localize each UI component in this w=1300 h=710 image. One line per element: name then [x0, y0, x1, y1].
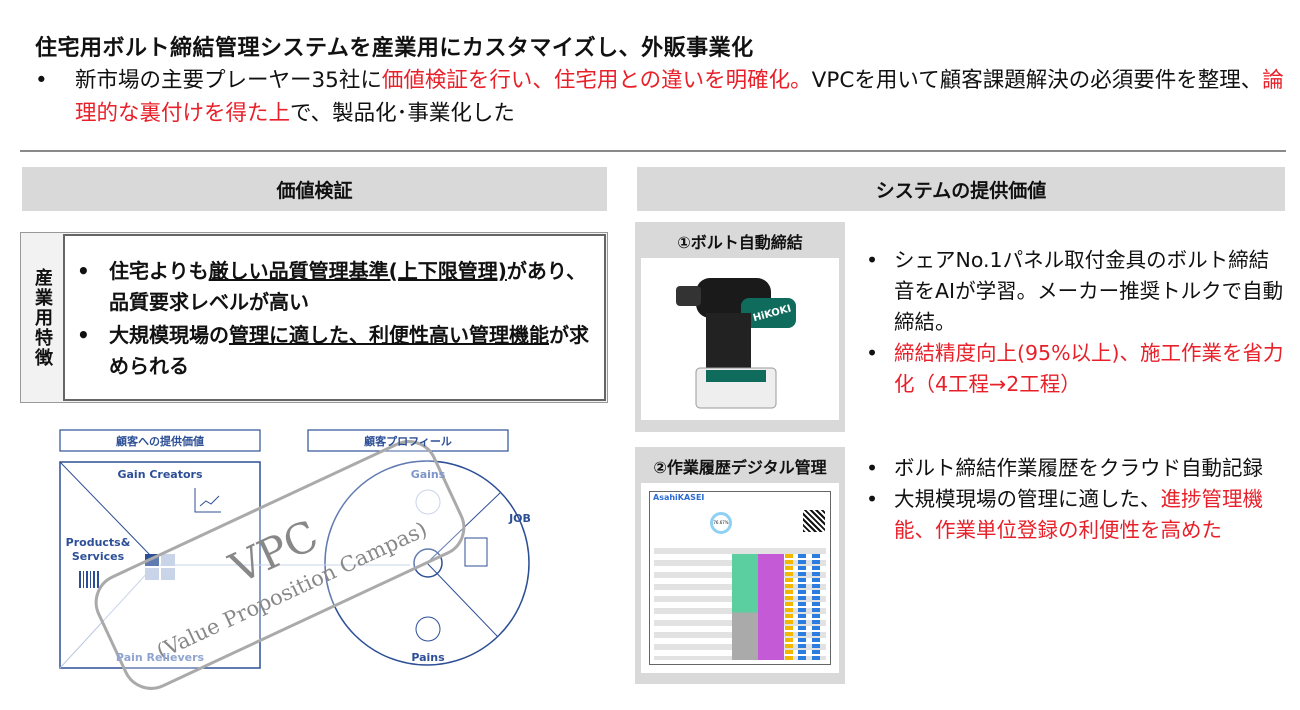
bullet-item: •大規模現場の管理に適した、進捗管理機能、作業単位登録の利便性を高めた [866, 487, 1263, 542]
vpc-left-title: 顧客への提供価値 [116, 434, 204, 448]
bullet-item: •ボルト締結作業履歴をクラウド自動記録 [866, 456, 1263, 480]
bullet-item: •シェアNo.1パネル取付金具のボルト締結音をAIが学習。メーカー推奨トルクで自… [866, 248, 1284, 334]
gains-smile-icon [415, 489, 441, 515]
feature-list: •住宅よりも厳しい品質管理基準(上下限管理)があり、品質要求レベルが高い •大規… [63, 234, 606, 401]
pains-frown-icon [415, 616, 441, 642]
feature-item: •大規模現場の管理に適した、利便性高い管理機能が求められる [77, 323, 589, 378]
impact-wrench-image: HiKOKI [641, 258, 839, 420]
vpc-right-title-box [307, 429, 509, 452]
gain-creators-label: Gain Creators [117, 468, 203, 481]
value-verification-header: 価値検証 [22, 167, 607, 211]
lead-text-1: 新市場の主要プレーヤー35社に [75, 68, 382, 93]
qr-code [803, 510, 825, 532]
digital-history-bullets: •ボルト締結作業履歴をクラウド自動記録 •大規模現場の管理に適した、進捗管理機能… [866, 453, 1286, 546]
bullet-item: •締結精度向上(95%以上)、施工作業を省力化（4工程→2工程） [866, 341, 1284, 396]
vpc-left-title-box [59, 429, 261, 452]
job-checklist-icon [464, 537, 488, 567]
card-title: ②作業履歴デジタル管理 [653, 458, 827, 477]
lead-text-2: VPCを用いて顧客課題解決の必須要件を整理、 [811, 68, 1263, 93]
card-auto-fastening: ①ボルト自動締結 HiKOKI [635, 222, 845, 432]
card-digital-history: ②作業履歴デジタル管理 AsahiKASEI 76.67% [635, 447, 845, 684]
lead-red-1: 価値検証を行い、住宅用との違いを明確化。 [381, 68, 812, 93]
feature-label: 産業用特徴 [32, 267, 53, 368]
gift-icon [145, 554, 175, 580]
job-label: JOB [508, 512, 531, 525]
pains-label: Pains [411, 651, 445, 664]
chart-up-icon [194, 488, 221, 513]
vpc-right-title: 顧客プロフィール [364, 434, 452, 448]
feature-item: •住宅よりも厳しい品質管理基準(上下限管理)があり、品質要求レベルが高い [77, 259, 587, 314]
history-table [654, 548, 826, 660]
pain-relievers-label: Pain Relievers [116, 651, 205, 664]
brand-label: AsahiKASEI [653, 493, 705, 502]
gains-label: Gains [411, 468, 446, 481]
card-title: ①ボルト自動締結 [677, 233, 803, 252]
smile-icon [413, 548, 443, 578]
auto-fastening-bullets: •シェアNo.1パネル取付金具のボルト締結音をAIが学習。メーカー推奨トルクで自… [866, 245, 1286, 400]
barcode-icon [79, 571, 99, 588]
dashboard-screenshot: AsahiKASEI 76.67% [641, 483, 839, 673]
vpc-diagram: VPC (Value Proposition Campas) 顧客への提供価値 … [59, 429, 531, 690]
products-label: Products& [66, 536, 131, 549]
divider [20, 150, 1286, 152]
progress-gauge: 76.67% [710, 512, 732, 534]
customer-profile-circle [324, 460, 530, 666]
slide-title: 住宅用ボルト締結管理システムを産業用にカスタマイズし、外販事業化 [35, 36, 754, 61]
lead-text-3: で、製品化･事業化した [290, 101, 515, 126]
industrial-features-panel: 産業用特徴 •住宅よりも厳しい品質管理基準(上下限管理)があり、品質要求レベルが… [20, 232, 608, 403]
bullet: • [35, 68, 48, 93]
lead-red-2: 論理的な裏付けを得た上 [75, 68, 1284, 126]
lead-bullet: • 新市場の主要プレーヤー35社に価値検証を行い、住宅用との違いを明確化。VPC… [35, 64, 1285, 130]
services-label: Services [72, 550, 125, 563]
system-value-header: システムの提供価値 [637, 167, 1285, 211]
